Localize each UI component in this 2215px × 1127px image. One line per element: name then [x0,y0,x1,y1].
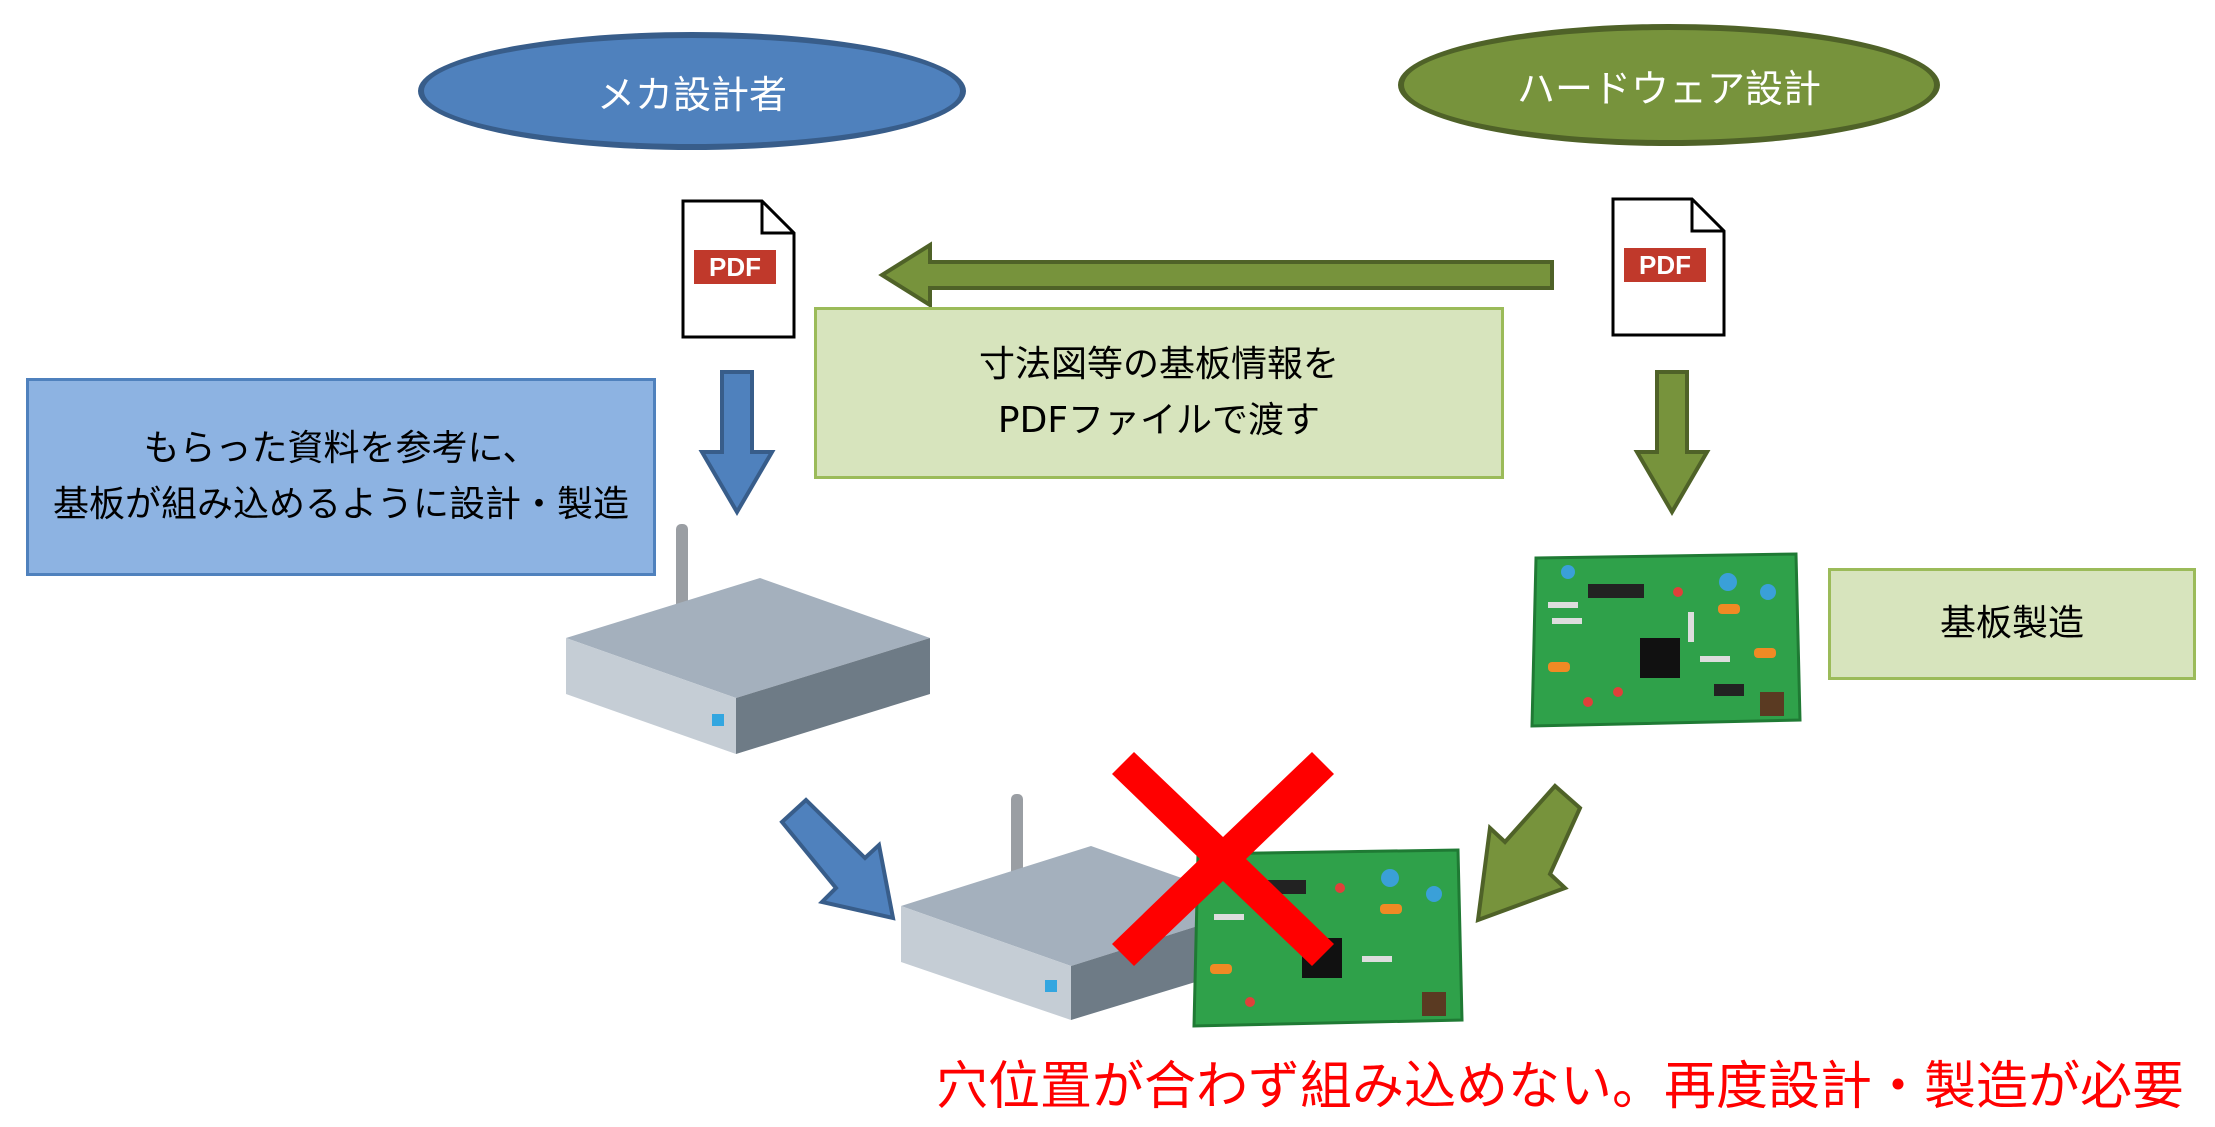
mech-note-line1: もらった資料を参考に、 [143,428,539,470]
pdf-label-left: PDF [709,252,761,282]
mechanical-designer-ellipse: メカ設計者 [418,32,966,150]
pdf-document-icon-right: PDF [1611,197,1726,337]
circuit-board-icon [1530,552,1802,728]
diagonal-arrow-green [1475,783,1583,924]
pdf-document-icon-left: PDF [681,199,796,339]
hardware-designer-ellipse: ハードウェア設計 [1398,24,1940,146]
mechanical-designer-label: メカ設計者 [596,72,787,117]
down-arrow-green [1633,370,1711,516]
board-manufacturing-label: 基板製造 [1939,603,2084,645]
mech-note-line2: 基板が組み込めるように設計・製造 [52,484,629,525]
conclusion-text: 穴位置が合わず組み込めない。再度設計・製造が必要 [936,1057,2185,1117]
hardware-designer-label: ハードウェア設計 [1516,66,1821,111]
transfer-arrow-left [878,241,1554,309]
diagonal-arrow-blue [779,797,896,921]
board-manufacturing-box: 基板製造 [1828,568,2196,680]
mech-note-box: もらった資料を参考に、 基板が組み込めるように設計・製造 [26,378,656,576]
transfer-note-line1: 寸法図等の基板情報を [978,344,1339,386]
transfer-note-box: 寸法図等の基板情報を PDFファイルで渡す [814,307,1504,479]
red-x-icon [1112,752,1334,966]
transfer-note-line2: PDFファイルで渡す [997,400,1321,441]
router-device-icon [566,524,930,754]
down-arrow-blue [698,370,776,516]
pdf-label-right: PDF [1639,250,1691,280]
